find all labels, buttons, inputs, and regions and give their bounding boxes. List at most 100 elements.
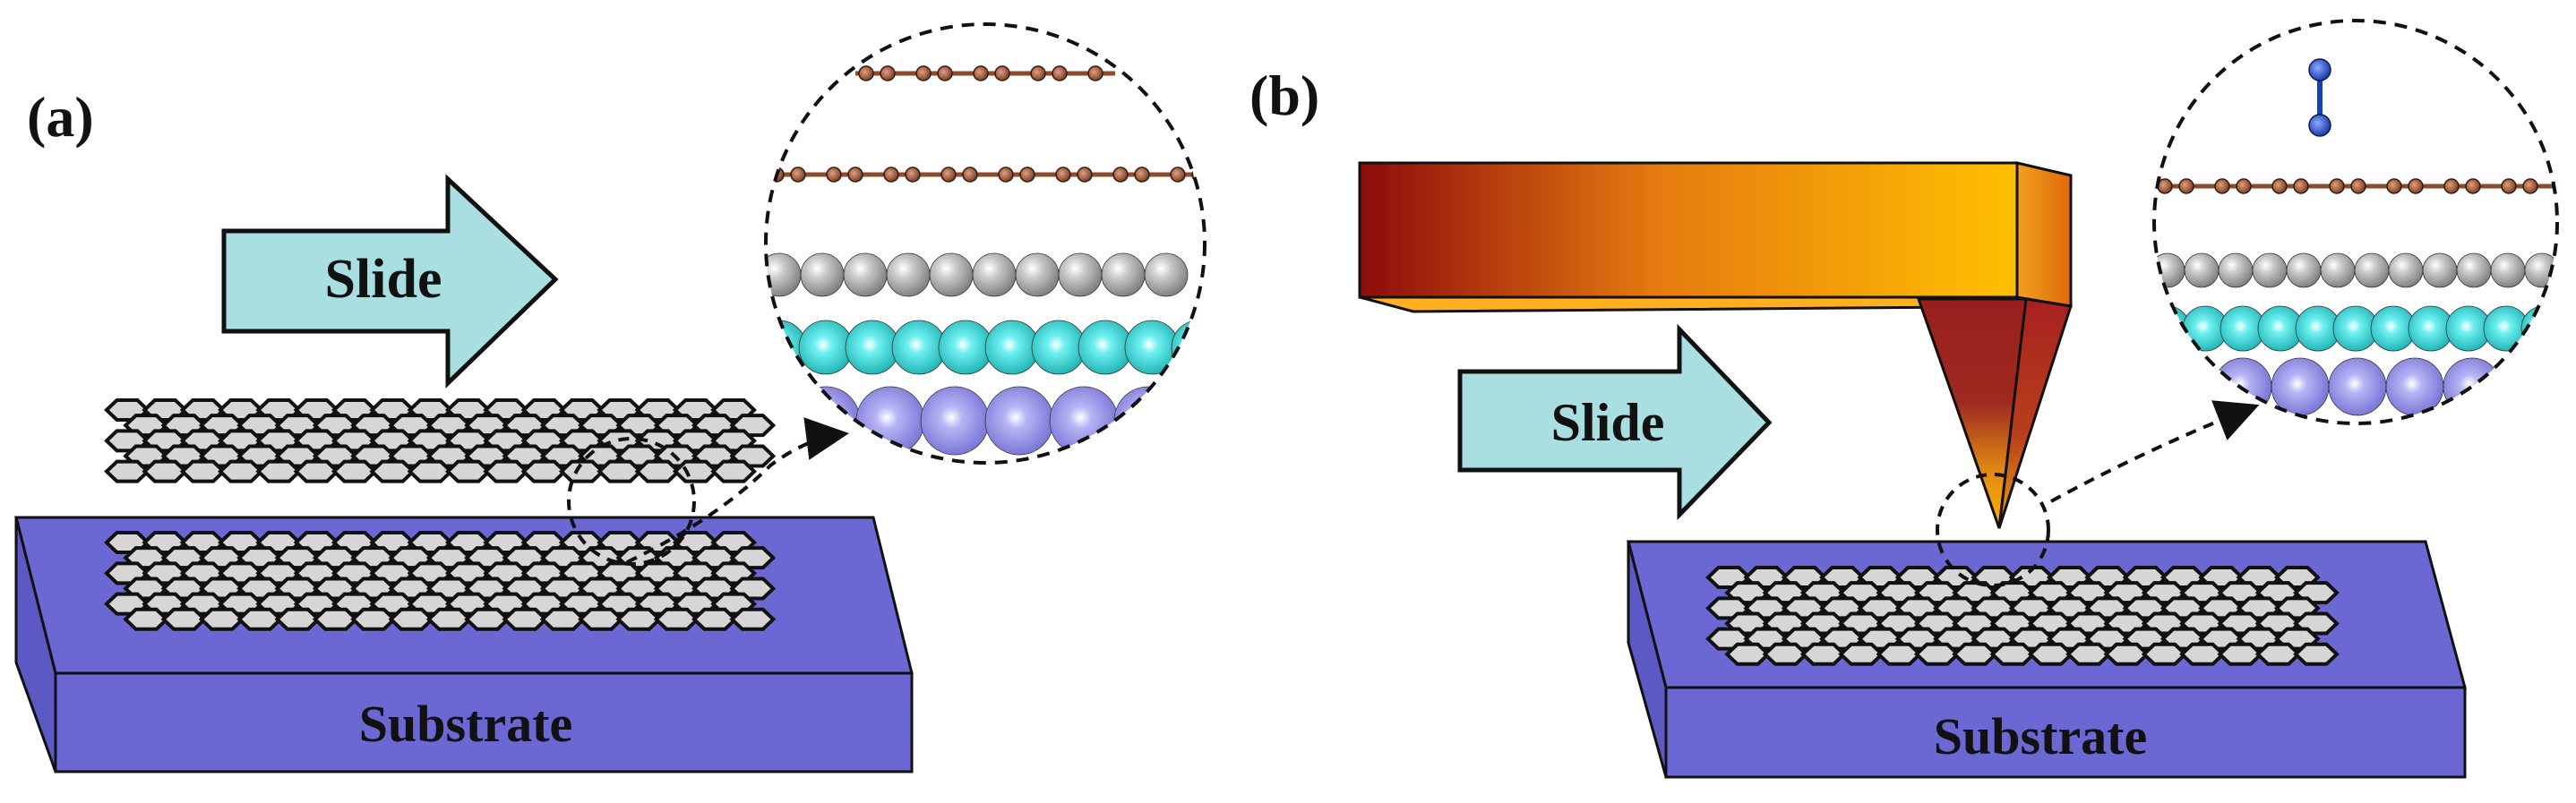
hexagon-cell	[464, 607, 511, 631]
chain-atom	[1052, 65, 1068, 81]
chain-atom	[883, 167, 899, 183]
hexagon-cell	[2254, 642, 2302, 666]
atom	[1031, 320, 1086, 375]
hexagon-cell	[1724, 642, 1772, 666]
panel-b-zoom-view	[2152, 19, 2559, 425]
hexagon-cell	[369, 459, 416, 483]
chain-atom	[790, 167, 806, 183]
chain-atom	[1055, 167, 1071, 183]
hexagon-cell	[653, 607, 700, 631]
chain-atom	[2329, 178, 2345, 194]
hexagon-cell	[1989, 642, 2037, 666]
hexagon-cell	[293, 459, 340, 483]
atom	[1078, 320, 1133, 375]
chain-atom	[1134, 167, 1150, 183]
panel-b-substrate-label: Substrate	[1934, 707, 2147, 765]
chain-atom	[994, 65, 1010, 81]
hexagon-cell	[274, 607, 322, 631]
hexagon-cell	[218, 459, 264, 483]
chain-atom	[2386, 178, 2402, 194]
hexagon-cell	[1913, 642, 1961, 666]
chain-atom	[962, 167, 978, 183]
chain-atom	[847, 167, 863, 183]
atom	[1144, 252, 1189, 297]
atom	[1049, 386, 1119, 456]
atom	[2490, 252, 2526, 288]
hexagon-cell	[502, 607, 549, 631]
atom	[2154, 252, 2185, 288]
atom	[843, 252, 888, 297]
atom	[2385, 357, 2444, 416]
atom	[2320, 252, 2356, 288]
hexagon-cell	[2217, 642, 2264, 666]
panel-a-bottom-layer	[104, 531, 777, 631]
chain-atom	[940, 167, 957, 183]
chain-atom	[1030, 65, 1046, 81]
hexagon-cell	[104, 459, 150, 483]
chain-atom	[915, 65, 932, 81]
chain-atom	[2293, 178, 2309, 194]
atom	[2156, 357, 2215, 416]
chain-atom	[858, 65, 874, 81]
panel-a-slide-label: Slide	[325, 249, 442, 310]
hexagon-cell	[672, 459, 719, 483]
hexagon-cell	[578, 607, 624, 631]
atom	[2354, 252, 2390, 288]
chain-atom	[880, 65, 896, 81]
chain-atom	[2408, 178, 2424, 194]
afm-cantilever	[1358, 161, 2073, 313]
hexagon-cell	[1799, 642, 1847, 666]
afm-tip	[1916, 297, 2073, 529]
chain-atom	[1170, 167, 1186, 183]
atom	[2443, 357, 2502, 416]
hexagon-cell	[236, 607, 284, 631]
panel-b: (b) Slide Substrate	[1249, 19, 2559, 779]
hexagon-cell	[710, 459, 758, 483]
chain-atom	[2522, 178, 2538, 194]
atom	[2456, 252, 2492, 288]
atom	[938, 320, 993, 375]
atom	[1058, 252, 1103, 297]
chain-atom	[2236, 178, 2252, 194]
atom	[800, 252, 845, 297]
chain-atom	[905, 167, 921, 183]
atom	[2184, 252, 2220, 288]
atom	[766, 320, 807, 375]
hexagon-cell	[691, 607, 738, 631]
hexagon-cell	[483, 459, 530, 483]
hexagon-cell	[2027, 642, 2074, 666]
chain-atom	[2214, 178, 2230, 194]
atom	[1178, 386, 1205, 456]
hexagon-cell	[2141, 642, 2188, 666]
chain-atom	[1112, 167, 1129, 183]
panel-b-layer	[1705, 566, 2340, 666]
hexagon-cell	[1952, 642, 1998, 666]
hexagon-cell	[160, 607, 208, 631]
atom	[1101, 252, 1146, 297]
hexagon-cell	[2293, 642, 2340, 666]
atom	[845, 320, 900, 375]
chain-atom	[1087, 65, 1103, 81]
panel-a: (a) Slide Substrate	[14, 22, 1206, 773]
panel-b-slide-arrow: Slide	[1457, 323, 1773, 521]
atom	[2388, 252, 2424, 288]
hexagon-cell	[123, 607, 170, 631]
atom	[891, 320, 947, 375]
atom	[1015, 252, 1060, 297]
chain-atom	[2465, 178, 2481, 194]
atom	[929, 252, 974, 297]
hexagon-cell	[388, 607, 435, 631]
panel-b-slide-label: Slide	[1551, 393, 1665, 452]
hexagon-cell	[407, 459, 454, 483]
hexagon-cell	[312, 607, 359, 631]
panel-b-focus-circle	[1936, 473, 2050, 587]
atom	[920, 386, 990, 456]
panel-a-slide-arrow: Slide	[221, 174, 559, 389]
panel-a-label: (a)	[27, 85, 94, 149]
atom	[1113, 386, 1183, 456]
atom	[1124, 320, 1180, 375]
chain-atom	[826, 167, 842, 183]
hexagon-cell	[615, 607, 663, 631]
hexagon-cell	[255, 459, 303, 483]
